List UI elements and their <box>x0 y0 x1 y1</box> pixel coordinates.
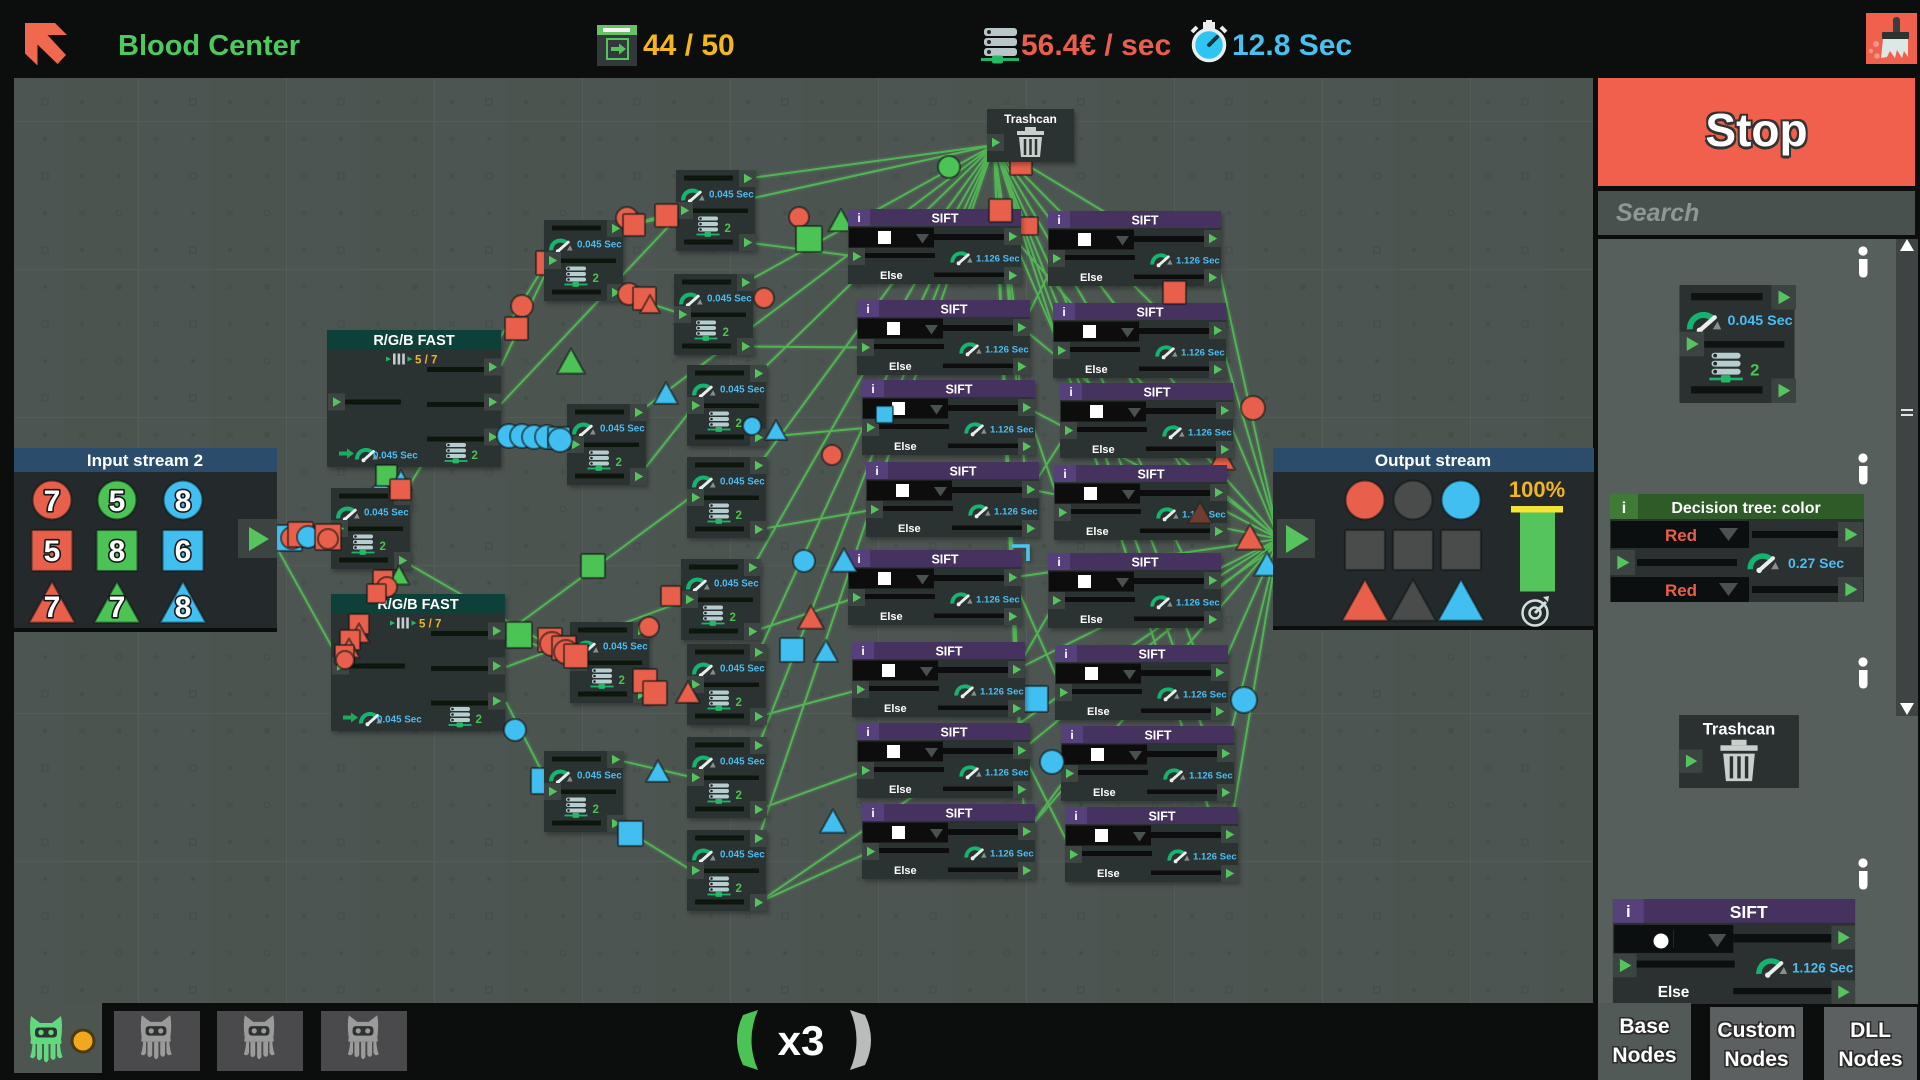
svg-text:x3: x3 <box>778 1017 825 1064</box>
svg-text:Input stream 2: Input stream 2 <box>87 451 203 470</box>
svg-text:5: 5 <box>109 485 126 518</box>
svg-text:8: 8 <box>175 485 192 518</box>
svg-text:7: 7 <box>44 485 61 518</box>
svg-text:Red: Red <box>1665 581 1697 600</box>
svg-text:44 / 50: 44 / 50 <box>643 29 735 62</box>
svg-text:56.4€ / sec: 56.4€ / sec <box>1021 29 1171 62</box>
svg-text:0.27 Sec: 0.27 Sec <box>1788 555 1844 571</box>
svg-text:7: 7 <box>109 591 126 624</box>
svg-text:100%: 100% <box>1509 477 1565 502</box>
svg-text:6: 6 <box>175 535 192 568</box>
svg-text:7: 7 <box>44 591 61 624</box>
svg-text:Output stream: Output stream <box>1375 451 1491 470</box>
svg-text:12.8 Sec: 12.8 Sec <box>1232 29 1352 62</box>
svg-text:i: i <box>1622 500 1626 517</box>
svg-text:Blood Center: Blood Center <box>118 30 300 62</box>
svg-text:Decision tree: color: Decision tree: color <box>1671 500 1820 517</box>
svg-text:5: 5 <box>44 535 61 568</box>
svg-text:Red: Red <box>1665 526 1697 545</box>
svg-text:8: 8 <box>175 591 192 624</box>
svg-text:8: 8 <box>109 535 126 568</box>
